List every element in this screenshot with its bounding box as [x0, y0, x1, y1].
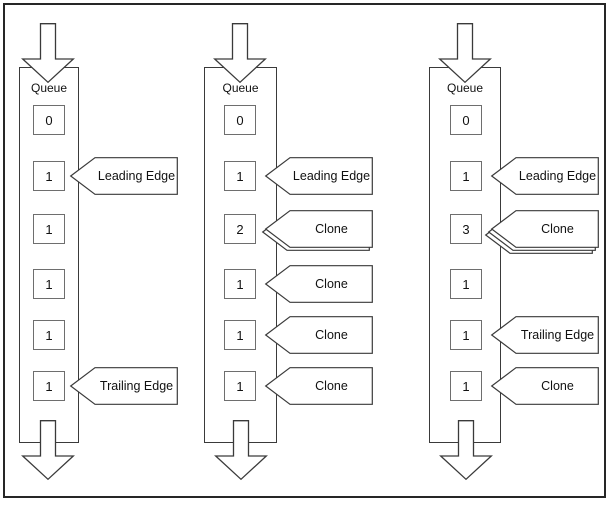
queue-cell: 0: [450, 105, 482, 135]
callout-clone: Clone: [264, 367, 373, 405]
cell-value: 1: [45, 221, 53, 237]
queue-cell: 1: [33, 320, 65, 350]
left-pointer-shape-icon: [264, 367, 373, 405]
left-pointer-shape-icon: [264, 265, 373, 303]
queue-cell: 0: [224, 105, 256, 135]
callout-clone-stacked: Clone: [484, 210, 599, 254]
left-pointer-shape-icon: [490, 367, 599, 405]
queue-cell: 1: [224, 320, 256, 350]
callout-label: Leading Edge: [292, 169, 371, 183]
cell-value: 1: [45, 168, 53, 184]
left-pointer-shape-icon: [69, 157, 178, 195]
callout-trailing-edge: Trailing Edge: [490, 316, 599, 354]
down-arrow-bottom-icon: [21, 420, 75, 481]
callout-label: Clone: [315, 222, 348, 236]
left-pointer-shape-icon: [490, 316, 599, 354]
queue-cell: 0: [33, 105, 65, 135]
callout-clone: Clone: [264, 265, 373, 303]
queue-cell: 1: [33, 269, 65, 299]
callout-trailing-edge: Trailing Edge: [69, 367, 178, 405]
cell-value: 3: [462, 221, 470, 237]
queue-cell: 1: [224, 161, 256, 191]
queue-cell: 1: [450, 269, 482, 299]
down-arrow-bottom-icon: [214, 420, 268, 481]
cell-value: 0: [236, 112, 244, 128]
cell-value: 0: [45, 112, 53, 128]
cell-value: 1: [236, 378, 244, 394]
down-arrow-top-icon: [21, 23, 75, 84]
callout-leading-edge: Leading Edge: [490, 157, 599, 195]
queue-cell: 1: [33, 371, 65, 401]
cell-value: 0: [462, 112, 470, 128]
callout-leading-edge: Leading Edge: [69, 157, 178, 195]
callout-label: Clone: [541, 222, 574, 236]
callout-clone-stacked: Clone: [261, 210, 373, 251]
queue-label: Queue: [446, 81, 484, 95]
cell-value: 1: [462, 378, 470, 394]
queue-label: Queue: [222, 81, 259, 95]
left-pointer-shape-icon: [490, 157, 599, 195]
callout-clone: Clone: [490, 367, 599, 405]
callout-label: Clone: [315, 328, 348, 342]
down-arrow-bottom-icon: [439, 420, 493, 481]
queue-cell: 2: [224, 214, 256, 244]
callout-label: Clone: [315, 379, 348, 393]
cell-value: 1: [462, 276, 470, 292]
callout-label: Trailing Edge: [520, 328, 595, 342]
left-pointer-shape-icon: [264, 316, 373, 354]
queue-cell: 1: [450, 371, 482, 401]
queue-cell: 1: [450, 161, 482, 191]
queue-cell: 3: [450, 214, 482, 244]
cell-value: 1: [45, 327, 53, 343]
cell-value: 2: [236, 221, 244, 237]
queue-label: Queue: [30, 81, 68, 95]
callout-clone: Clone: [264, 316, 373, 354]
callout-label: Clone: [315, 277, 348, 291]
cell-value: 1: [236, 168, 244, 184]
callout-label: Trailing Edge: [99, 379, 174, 393]
queue-cell: 1: [33, 214, 65, 244]
cell-value: 1: [236, 327, 244, 343]
queue-cell: 1: [224, 269, 256, 299]
down-arrow-top-icon: [213, 23, 267, 84]
cell-value: 1: [236, 276, 244, 292]
queue-cell: 1: [450, 320, 482, 350]
cell-value: 1: [462, 327, 470, 343]
callout-leading-edge: Leading Edge: [264, 157, 373, 195]
down-arrow-top-icon: [438, 23, 492, 84]
left-pointer-stack-shape-icon: [484, 210, 599, 254]
cell-value: 1: [462, 168, 470, 184]
callout-label: Clone: [541, 379, 574, 393]
cell-value: 1: [45, 276, 53, 292]
queue-cell: 1: [33, 161, 65, 191]
left-pointer-stack-shape-icon: [261, 210, 373, 251]
callout-label: Leading Edge: [97, 169, 176, 183]
queue-cell: 1: [224, 371, 256, 401]
left-pointer-shape-icon: [264, 157, 373, 195]
left-pointer-shape-icon: [69, 367, 178, 405]
cell-value: 1: [45, 378, 53, 394]
callout-label: Leading Edge: [518, 169, 597, 183]
